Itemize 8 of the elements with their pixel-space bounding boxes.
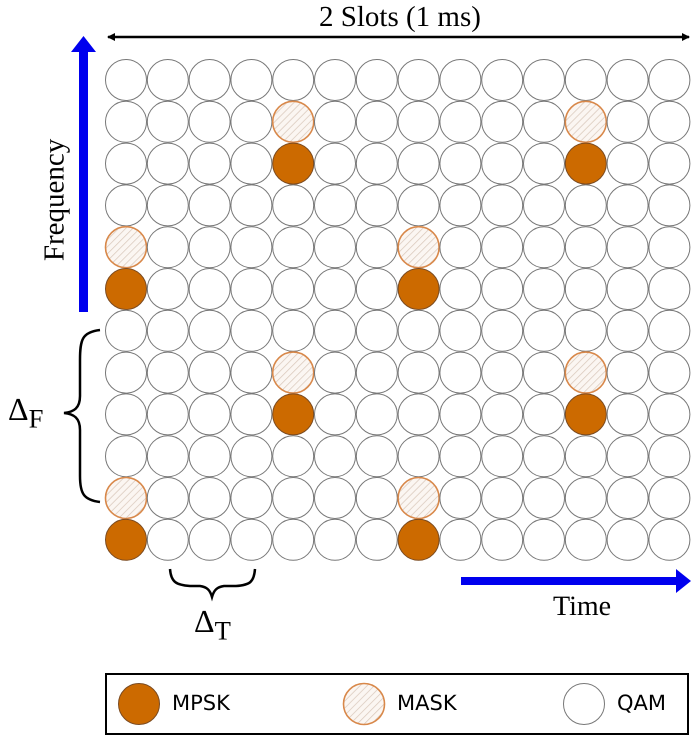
axis-label: Time bbox=[553, 592, 612, 623]
axis-label: Frequency bbox=[39, 138, 72, 262]
brace-label: Δ$_{F}$ bbox=[8, 392, 44, 434]
brace-label: Δ$_{T}$ bbox=[194, 604, 231, 646]
legend-label: MASK bbox=[397, 691, 457, 715]
dimension-label: 2 Slots (1 ms) bbox=[319, 2, 481, 34]
legend-label: MPSK bbox=[172, 691, 230, 715]
legend-label: QAM bbox=[617, 691, 666, 715]
